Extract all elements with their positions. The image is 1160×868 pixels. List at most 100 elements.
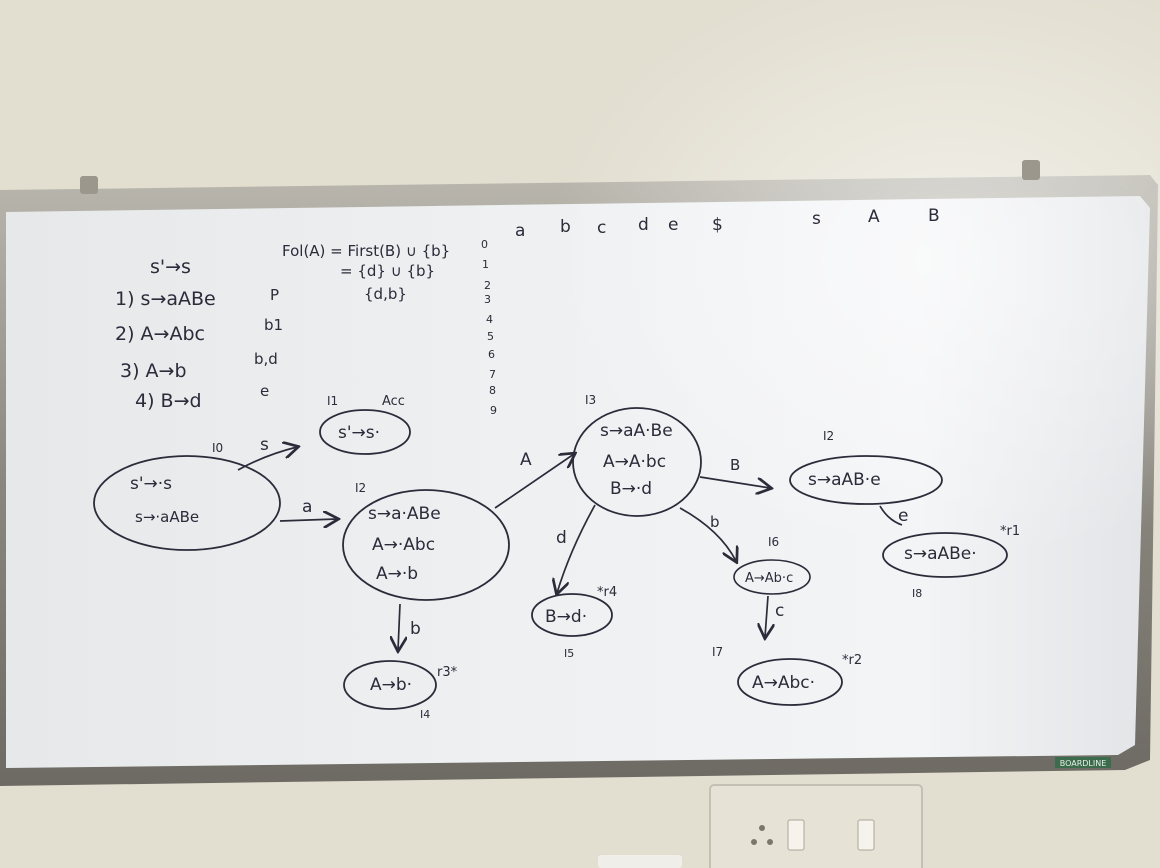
state-i2-outline (342, 489, 510, 601)
transition-A-arrow (494, 454, 574, 509)
table-row-index: 9 (490, 404, 497, 417)
table-column: c (597, 218, 606, 238)
state-i8-outline (882, 532, 1008, 578)
production-2: 2) A→Abc (115, 323, 205, 345)
table-row-index: 5 (487, 330, 494, 343)
state-i3: I3 s→aA·Be A→A·bc B→·d (572, 393, 702, 517)
transition-label: a (302, 497, 312, 517)
state-i7-reduce: *r2 (842, 653, 862, 668)
state-i7-item: A→Abc· (752, 673, 815, 693)
transition-d-arrow (557, 504, 596, 593)
production-3-note: b,d (254, 350, 278, 368)
state-i6-outline (733, 559, 811, 595)
wall-socket (709, 784, 923, 868)
state-i1-item: s'→s· (338, 423, 380, 443)
state-i1: I1 Acc s'→s· (319, 394, 411, 455)
table-row-index: 6 (488, 348, 495, 361)
transition-B-arrow (699, 476, 770, 488)
follow-line-2: = {d} ∪ {b} (340, 262, 435, 280)
state-i5-outline (531, 593, 613, 637)
production-4-note: e (260, 382, 269, 400)
state-i8-item: s→aABe· (904, 544, 977, 564)
state-i1-outline (319, 409, 411, 455)
table-column: e (668, 215, 678, 235)
state-i2-item: A→·b (376, 564, 418, 584)
state-i2-tag: I2 (355, 481, 366, 495)
production-4: 4) B→d (135, 390, 202, 412)
state-i8-reduce: *r1 (1000, 524, 1020, 539)
transition-label: d (556, 528, 567, 548)
transition-c-arrow (765, 595, 768, 637)
production-3: 3) A→b (120, 360, 187, 382)
transition-label: B (730, 456, 740, 474)
socket-switch-2 (857, 819, 875, 851)
table-row-index: 3 (484, 293, 491, 306)
state-i6-tag: I6 (768, 535, 779, 549)
hook-left-icon (80, 176, 98, 194)
state-i4: A→b· r3* I4 (343, 660, 458, 721)
transition-b-arrow (398, 603, 400, 650)
table-column: B (928, 206, 940, 226)
state-i3-item: s→aA·Be (600, 421, 673, 441)
state-i0-outline (93, 455, 281, 551)
state-i0: I0 s'→·s s→·aABe (93, 441, 281, 551)
state-i4-reduce: r3* (437, 665, 458, 680)
state-i5-reduce: *r4 (597, 585, 617, 600)
parse-table-rows: 0 1 2 3 4 5 6 7 8 9 (481, 238, 497, 417)
table-column: a (515, 221, 525, 241)
state-i9-tag: I2 (823, 429, 834, 443)
follow-line-1: Fol(A) = First(B) ∪ {b} (282, 242, 450, 260)
state-i2: I2 s→a·ABe A→·Abc A→·b (342, 481, 510, 601)
transition-s-arrow (237, 447, 297, 471)
table-column: $ (712, 215, 723, 235)
state-i8-tag: I8 (912, 587, 922, 600)
state-i9: I2 s→aAB·e (789, 429, 943, 505)
transitions (237, 447, 903, 650)
transition-label: A (520, 450, 532, 470)
table-row-index: 2 (484, 279, 491, 292)
state-i7-tag: I7 (712, 645, 723, 659)
state-i5-item: B→d· (545, 607, 587, 627)
table-column: A (868, 207, 880, 227)
augmented-production: s'→s (150, 256, 191, 278)
follow-set: Fol(A) = First(B) ∪ {b} = {d} ∪ {b} {d,b… (282, 242, 450, 303)
socket-hole (767, 839, 773, 845)
production-1-note: P (270, 286, 279, 304)
state-i3-item: B→·d (610, 479, 652, 499)
socket-switch (787, 819, 805, 851)
state-i1-accept: Acc (382, 394, 405, 409)
state-i7-outline (737, 658, 843, 706)
table-row-index: 4 (486, 313, 493, 326)
production-2-note: b1 (264, 316, 283, 334)
state-i5: B→d· *r4 I5 (531, 585, 617, 660)
follow-line-3: {d,b} (364, 285, 407, 303)
transition-e-arrow (879, 505, 903, 526)
table-row-index: 7 (489, 368, 496, 381)
transition-label: b (410, 619, 421, 639)
table-column: s (812, 209, 821, 229)
state-i5-tag: I5 (564, 647, 574, 660)
transition-label: e (898, 506, 908, 526)
production-1: 1) s→aABe (115, 288, 216, 310)
table-row-index: 8 (489, 384, 496, 397)
state-i7: A→Abc· *r2 I7 (712, 645, 862, 706)
state-i0-item: s→·aABe (135, 508, 199, 526)
socket-hole (759, 825, 765, 831)
state-i8: s→aABe· *r1 I8 (882, 524, 1020, 600)
hook-right-icon (1022, 160, 1040, 180)
brand-sticker (1055, 757, 1111, 768)
transition-labels: s a A B b d b c e (260, 435, 908, 639)
table-row-index: 0 (481, 238, 488, 251)
state-i6: I6 A→Ab·c (733, 535, 811, 595)
table-column: b (560, 217, 571, 237)
parse-table-header: a b c d e $ s A B (515, 206, 940, 241)
transition-label: c (775, 601, 784, 621)
state-i4-outline (343, 660, 437, 710)
state-i0-item: s'→·s (130, 474, 172, 494)
state-i3-item: A→A·bc (603, 452, 666, 472)
state-i2-item: s→a·ABe (368, 504, 441, 524)
state-i4-item: A→b· (370, 675, 412, 695)
state-i9-item: s→aAB·e (808, 470, 881, 490)
